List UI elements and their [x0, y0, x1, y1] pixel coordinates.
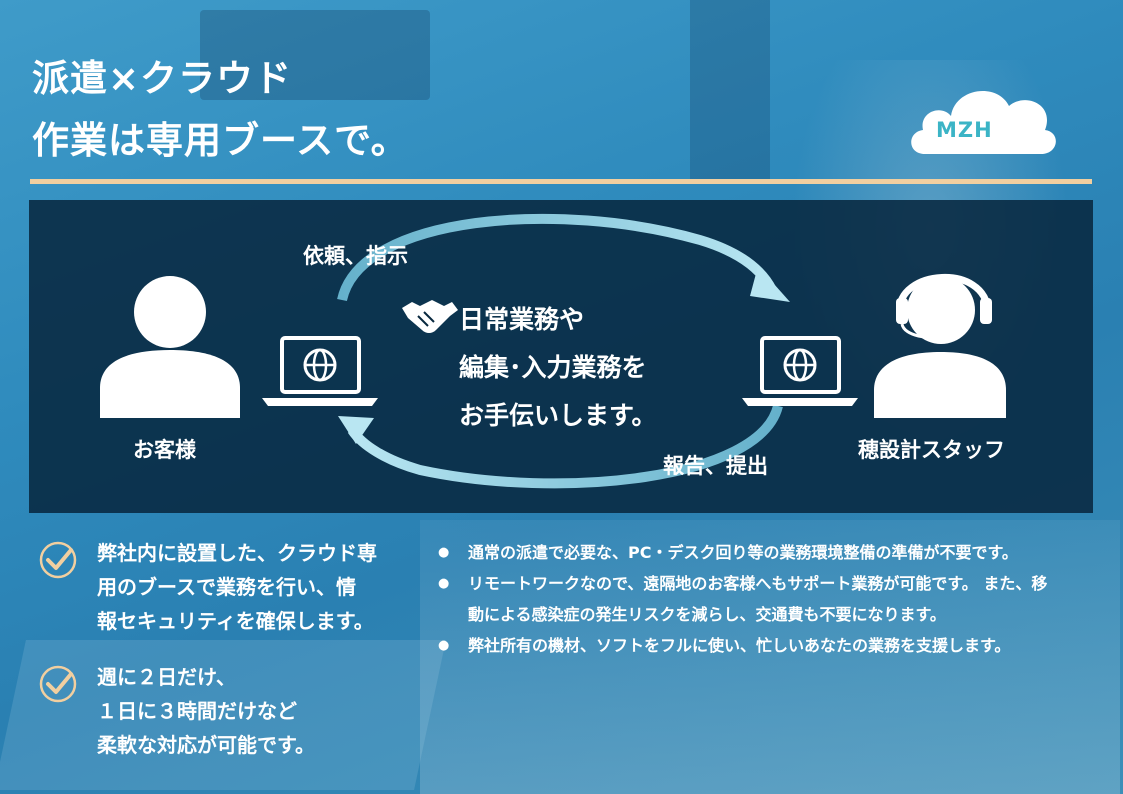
- check-circle-icon: [39, 665, 77, 703]
- laptop-globe-icon-customer: [262, 336, 378, 406]
- request-label: 依頼、指示: [303, 244, 408, 268]
- staff-label: 穂設計スタッフ: [858, 438, 1005, 462]
- customer-person-icon: [100, 276, 240, 418]
- laptop-globe-icon-staff: [742, 336, 858, 406]
- feature-booth-line-1: 弊社内に設置した、クラウド専: [97, 541, 377, 565]
- title-underline: [30, 179, 1092, 184]
- check-circle-icon: [39, 541, 77, 579]
- feature-item-flexible: 週に２日だけ、 １日に３時間だけなど 柔軟な対応が可能です。: [97, 660, 315, 762]
- handshake-icon: [402, 300, 458, 333]
- cycle-arrow-icon-top: [337, 213, 790, 302]
- feature-item-booth: 弊社内に設置した、クラウド専 用のブースで業務を行い、情 報セキュリティを確保し…: [97, 536, 377, 638]
- page-title: 派遣×クラウド 作業は専用ブースで。: [32, 48, 409, 172]
- service-line-3: お手伝いします。: [459, 401, 657, 430]
- cycle-arrow-icon-bottom: [338, 404, 783, 489]
- headset-person-icon: [874, 274, 1006, 418]
- customer-label: お客様: [133, 438, 196, 462]
- logo-text: MZH: [936, 118, 993, 142]
- feature-booth-line-2: 用のブースで業務を行い、情: [97, 575, 356, 599]
- feature-flexible-line-1: 週に２日だけ、: [97, 665, 236, 689]
- title-line-2: 作業は専用ブースで。: [32, 119, 409, 162]
- feature-flexible-line-3: 柔軟な対応が可能です。: [97, 733, 315, 757]
- cloud-logo-icon: [911, 91, 1056, 154]
- service-line-2: 編集･入力業務を: [459, 353, 647, 382]
- list-item: リモートワークなので、遠隔地のお客様へもサポート業務が可能です。 また、移動によ…: [438, 568, 1048, 630]
- report-label: 報告、提出: [663, 454, 768, 478]
- feature-flexible-line-2: １日に３時間だけなど: [97, 699, 297, 723]
- service-line-1: 日常業務や: [459, 305, 585, 334]
- service-description: 日常業務や 編集･入力業務を お手伝いします。: [459, 296, 657, 440]
- list-item: 弊社所有の機材、ソフトをフルに使い、忙しいあなたの業務を支援します。: [438, 630, 1048, 661]
- benefit-list: 通常の派遣で必要な、PC・デスク回り等の業務環境整備の準備が不要です。 リモート…: [438, 537, 1048, 661]
- list-item: 通常の派遣で必要な、PC・デスク回り等の業務環境整備の準備が不要です。: [438, 537, 1048, 568]
- title-line-1: 派遣×クラウド: [32, 57, 293, 100]
- feature-booth-line-3: 報セキュリティを確保します。: [97, 609, 374, 633]
